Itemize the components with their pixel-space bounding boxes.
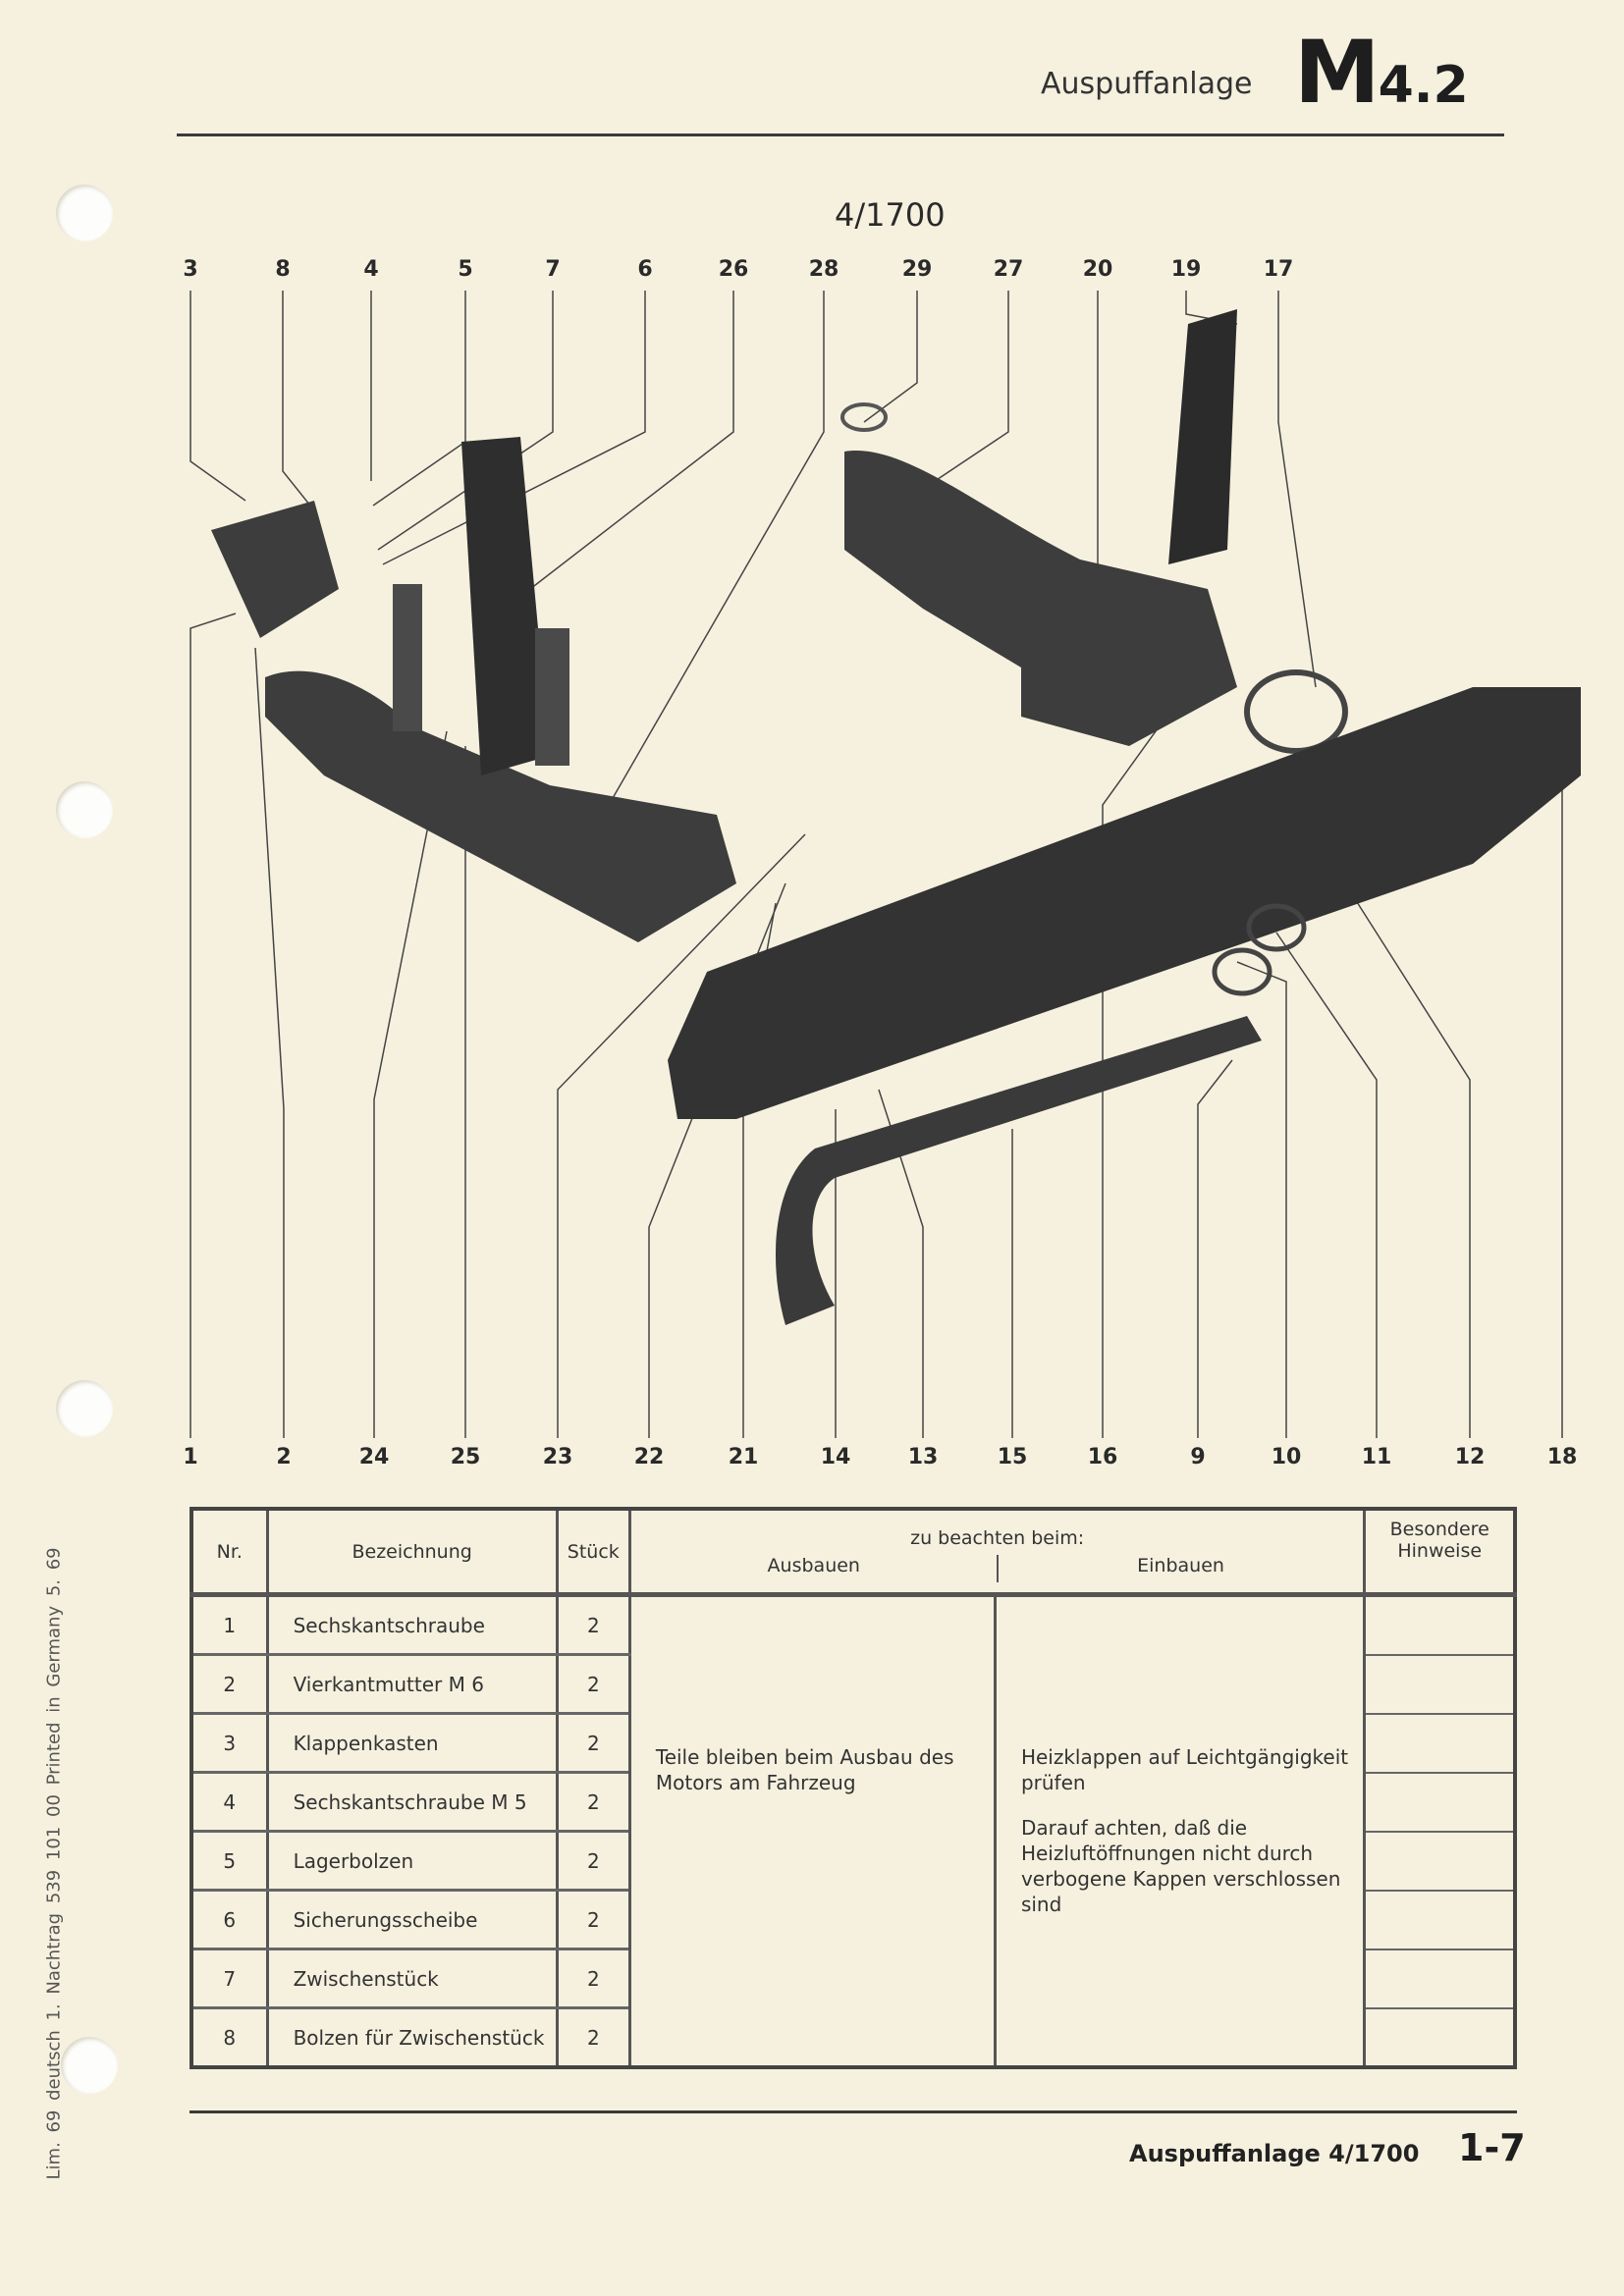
row-bezeichnung: Bolzen für Zwischenstück	[265, 2007, 558, 2067]
callout-top: 19	[1170, 257, 1202, 282]
row-nr: 7	[189, 1949, 268, 2009]
row-stueck: 2	[555, 1890, 630, 1950]
row-nr: 8	[189, 2007, 268, 2067]
row-nr: 4	[189, 1772, 268, 1833]
callout-bottom: 11	[1361, 1445, 1392, 1469]
hinweise-cell	[1363, 1594, 1515, 1656]
einbauen-notes: Heizklappen auf Leichtgängigkeit prüfen …	[993, 1594, 1365, 2067]
row-stueck: 2	[555, 1713, 630, 1774]
hinweise-cell	[1363, 1949, 1515, 2009]
callout-top: 6	[637, 257, 653, 282]
hinweise-cell	[1363, 2007, 1515, 2067]
hinweise-cell	[1363, 1713, 1515, 1774]
row-nr: 3	[189, 1713, 268, 1774]
callout-top: 8	[275, 257, 291, 282]
ausbauen-note: Teile bleiben beim Ausbau des Motors am …	[627, 1594, 996, 2067]
callout-top: 17	[1263, 257, 1294, 282]
callout-bottom: 18	[1546, 1445, 1578, 1469]
callout-bottom: 1	[183, 1445, 198, 1469]
section-title: Auspuffanlage	[1041, 67, 1253, 101]
row-bezeichnung: Lagerbolzen	[265, 1831, 558, 1892]
callout-top: 28	[808, 257, 839, 282]
row-stueck: 2	[555, 1949, 630, 2009]
callout-bottom: 24	[358, 1445, 390, 1469]
hinweise-cell	[1363, 1831, 1515, 1892]
callout-bottom: 21	[728, 1445, 759, 1469]
punch-hole	[61, 2037, 118, 2094]
row-stueck: 2	[555, 1831, 630, 1892]
callout-bottom: 12	[1454, 1445, 1486, 1469]
row-stueck: 2	[555, 1594, 630, 1656]
header-einbauen: Einbauen	[996, 1554, 1364, 1582]
header-bezeichnung: Bezeichnung	[265, 1509, 558, 1597]
footer-title: Auspuffanlage 4/1700	[1129, 2140, 1420, 2167]
parts-table: Nr. Bezeichnung Stück zu beachten beim: …	[189, 1507, 1517, 2069]
callout-bottom: 13	[907, 1445, 939, 1469]
side-imprint: Lim. 69 deutsch 1. Nachtrag 539 101 00 P…	[43, 1547, 65, 2180]
table-row: 1 Sechskantschraube 2 Teile bleiben beim…	[189, 1594, 1515, 2067]
row-nr: 1	[189, 1594, 268, 1656]
callout-top: 5	[458, 257, 473, 282]
header-hinweise: Besondere Hinweise	[1363, 1509, 1515, 1597]
row-bezeichnung: Sicherungsscheibe	[265, 1890, 558, 1950]
row-nr: 5	[189, 1831, 268, 1892]
einbauen-note-1: Heizklappen auf Leichtgängigkeit prüfen	[1020, 1745, 1349, 1794]
callout-top: 7	[545, 257, 561, 282]
hinweise-cell	[1363, 1772, 1515, 1833]
header-nr: Nr.	[189, 1509, 268, 1597]
callout-bottom: 9	[1190, 1445, 1206, 1469]
row-nr: 2	[189, 1654, 268, 1715]
header-stueck: Stück	[555, 1509, 630, 1597]
header-ausbauen: Ausbauen	[767, 1554, 860, 1576]
callout-top: 29	[901, 257, 933, 282]
punch-hole	[56, 185, 113, 241]
callout-bottom: 23	[542, 1445, 573, 1469]
einbauen-note-2: Darauf achten, daß die Heizluftöffnungen…	[1020, 1816, 1341, 1916]
row-bezeichnung: Klappenkasten	[265, 1713, 558, 1774]
callout-bottom: 10	[1271, 1445, 1302, 1469]
row-bezeichnung: Sechskantschraube M 5	[265, 1772, 558, 1833]
callout-bottom: 2	[276, 1445, 292, 1469]
hinweise-cell	[1363, 1890, 1515, 1950]
row-stueck: 2	[555, 2007, 630, 2067]
row-bezeichnung: Vierkantmutter M 6	[265, 1654, 558, 1715]
callout-top: 3	[183, 257, 198, 282]
parts	[211, 309, 1581, 1325]
header-zu-beachten: zu beachten beim: Ausbauen Einbauen	[627, 1509, 1365, 1597]
header-rule	[177, 133, 1504, 136]
row-nr: 6	[189, 1890, 268, 1950]
callout-top: 26	[718, 257, 749, 282]
figure-title: 4/1700	[835, 196, 946, 234]
callout-bottom: 22	[633, 1445, 665, 1469]
punch-hole	[56, 781, 113, 838]
header-zu-beachten-label: zu beachten beim:	[910, 1526, 1085, 1549]
row-bezeichnung: Zwischenstück	[265, 1949, 558, 2009]
callout-top: 20	[1082, 257, 1113, 282]
hinweise-cell	[1363, 1654, 1515, 1715]
callout-top: 27	[993, 257, 1024, 282]
punch-hole	[56, 1380, 113, 1437]
footer-rule	[189, 2110, 1517, 2113]
row-bezeichnung: Sechskantschraube	[265, 1594, 558, 1656]
section-code: M4.2	[1294, 22, 1469, 123]
row-stueck: 2	[555, 1772, 630, 1833]
exploded-view-diagram	[189, 291, 1581, 1438]
page-number: 1-7	[1458, 2126, 1526, 2169]
callout-bottom: 15	[997, 1445, 1028, 1469]
callout-bottom: 25	[450, 1445, 481, 1469]
callout-top: 4	[363, 257, 379, 282]
callout-bottom: 14	[820, 1445, 851, 1469]
callout-bottom: 16	[1087, 1445, 1118, 1469]
row-stueck: 2	[555, 1654, 630, 1715]
